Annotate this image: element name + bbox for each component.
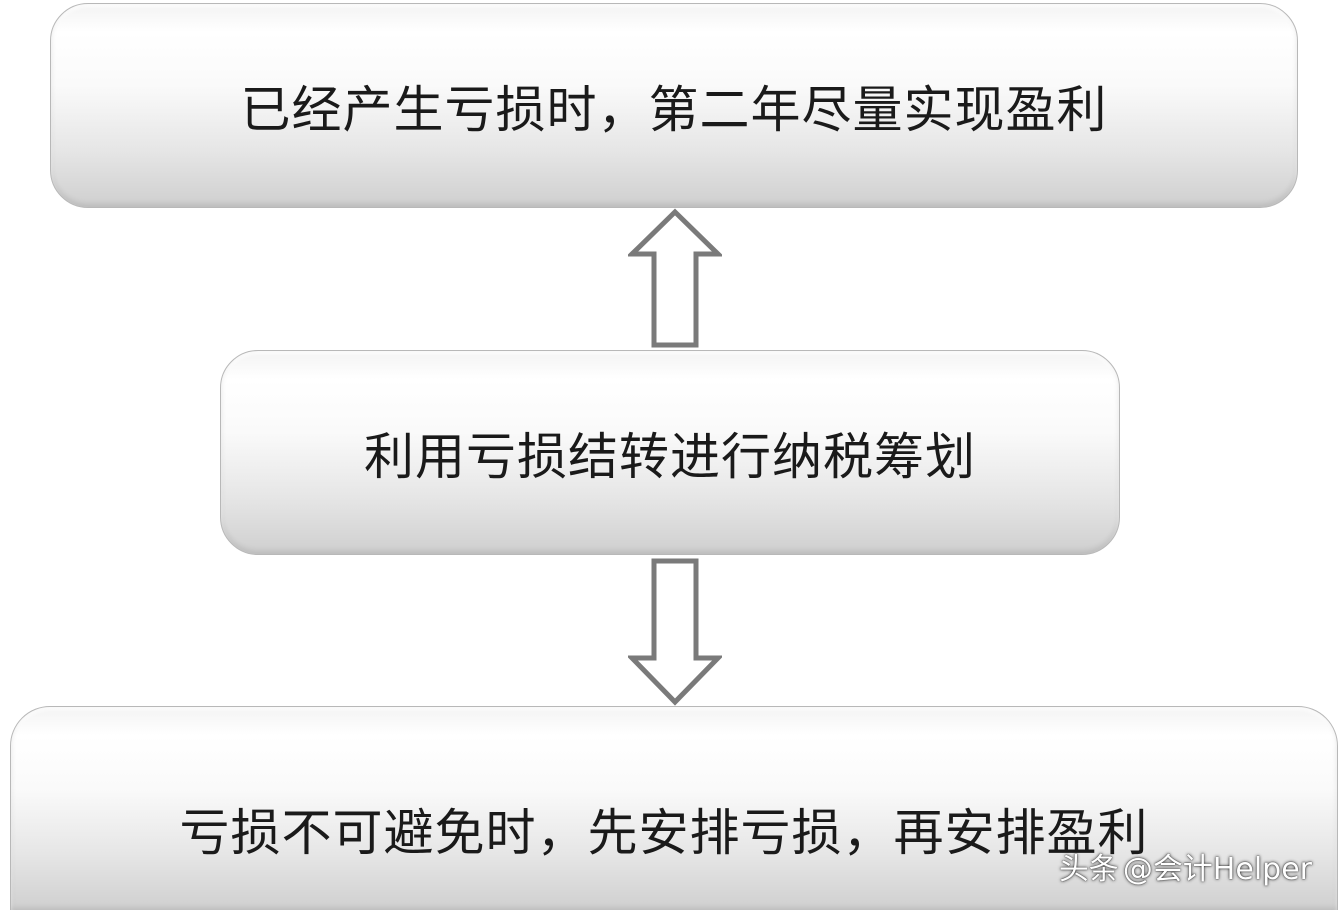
top-box: 已经产生亏损时，第二年尽量实现盈利	[50, 3, 1298, 208]
watermark-handle: @会计Helper	[1122, 852, 1312, 887]
bottom-box-label: 亏损不可避免时，先安排亏损，再安排盈利	[179, 804, 1149, 862]
arrow-down-icon	[628, 558, 722, 706]
top-box-label: 已经产生亏损时，第二年尽量实现盈利	[240, 80, 1108, 139]
watermark-platform: 头条	[1058, 852, 1119, 887]
bottom-box: 亏损不可避免时，先安排亏损，再安排盈利	[10, 706, 1338, 910]
middle-box: 利用亏损结转进行纳税筹划	[220, 350, 1120, 555]
middle-box-label: 利用亏损结转进行纳税筹划	[364, 427, 976, 486]
watermark: 头条 @会计Helper	[1059, 844, 1312, 888]
arrow-up-icon	[628, 208, 722, 348]
